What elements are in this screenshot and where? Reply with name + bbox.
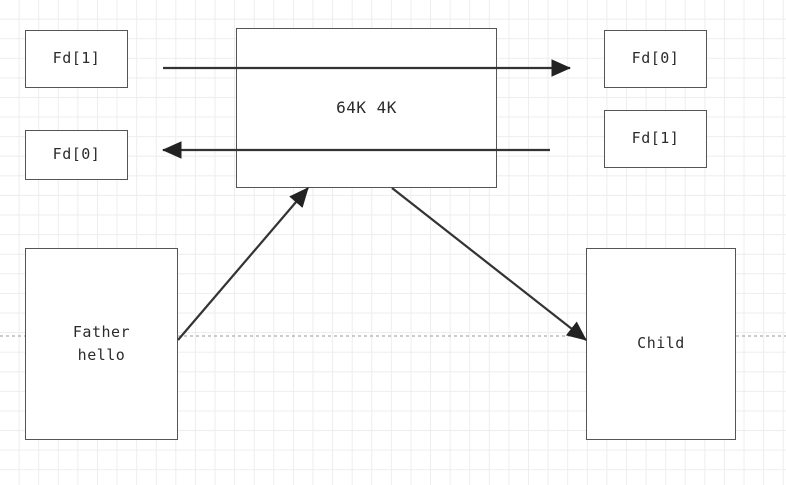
node-label: Fd[0]: [631, 49, 680, 68]
node-label: Fd[0]: [52, 145, 101, 164]
node-pipe-buffer[interactable]: 64K 4K: [236, 28, 497, 188]
connector-pipe-to-child-arrow: [391, 187, 587, 341]
node-fd0-right[interactable]: Fd[0]: [604, 30, 707, 88]
node-fd1-left[interactable]: Fd[1]: [25, 30, 128, 88]
node-fd1-right[interactable]: Fd[1]: [604, 110, 707, 168]
node-label: Father hello: [72, 322, 131, 364]
node-label: Child: [637, 334, 685, 353]
node-father[interactable]: Father hello: [25, 248, 178, 440]
node-fd0-left[interactable]: Fd[0]: [25, 130, 128, 180]
connector-father-to-pipe-arrow: [177, 187, 309, 341]
node-label: Fd[1]: [631, 129, 680, 148]
node-label: Fd[1]: [52, 49, 101, 68]
node-child[interactable]: Child: [586, 248, 736, 440]
node-label: 64K 4K: [336, 97, 397, 117]
